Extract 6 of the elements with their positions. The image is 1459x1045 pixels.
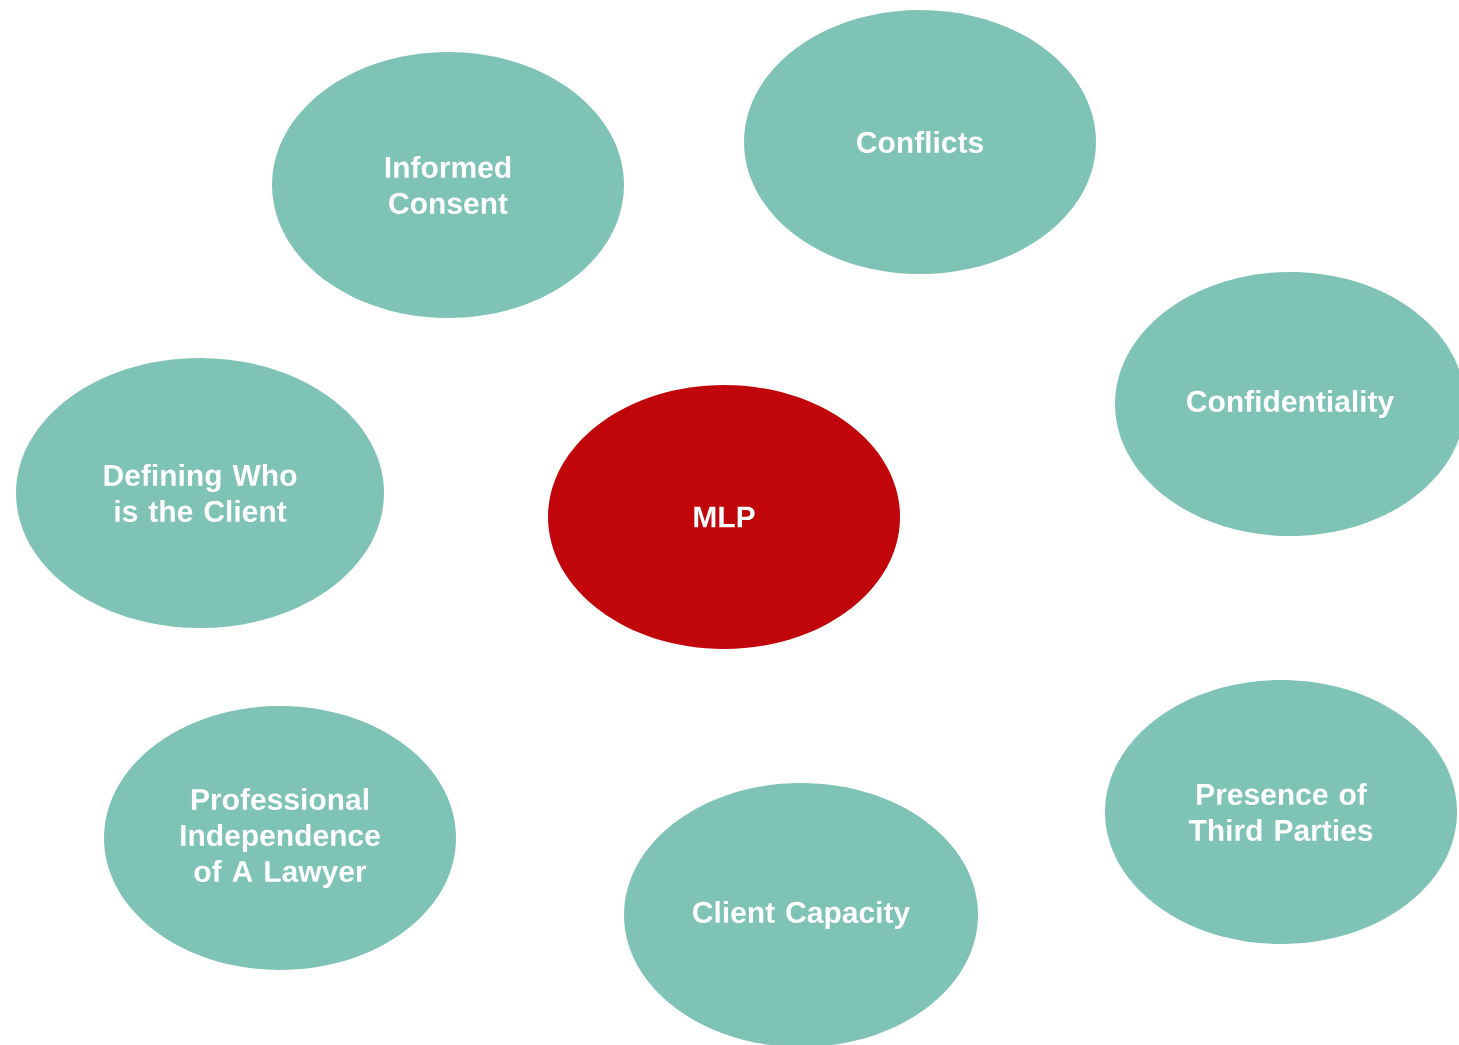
ellipse-node: Conflicts xyxy=(744,10,1096,274)
ellipse-node: Defining Who is the Client xyxy=(16,358,384,628)
ellipse-node: MLP xyxy=(548,385,900,649)
ellipse-node: Presence of Third Parties xyxy=(1105,680,1457,944)
ellipse-node: Informed Consent xyxy=(272,52,624,318)
ellipse-node: Professional Independence of A Lawyer xyxy=(104,706,456,970)
